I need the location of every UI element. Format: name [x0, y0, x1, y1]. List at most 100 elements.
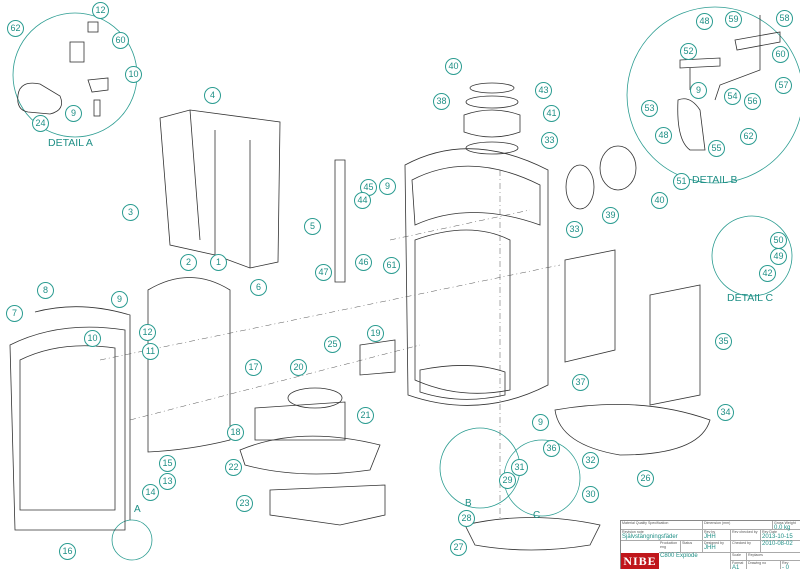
part-callout-34[interactable]: 34 — [717, 404, 734, 421]
part-callout-22[interactable]: 22 — [225, 459, 242, 476]
part-callout-9[interactable]: 9 — [379, 178, 396, 195]
part-callout-62[interactable]: 62 — [740, 128, 757, 145]
replaces-label: Replaces — [748, 553, 763, 557]
part-23 — [269, 484, 386, 526]
part-callout-16[interactable]: 16 — [59, 543, 76, 560]
material-label: Material Quality Specification — [622, 521, 669, 525]
part-callout-54[interactable]: 54 — [724, 88, 741, 105]
stove-ash-area — [419, 365, 506, 400]
part-callout-9[interactable]: 9 — [532, 414, 549, 431]
part-callout-19[interactable]: 19 — [367, 325, 384, 342]
dimension-cell: Dimension (mm) — [703, 521, 773, 530]
part-callout-10[interactable]: 10 — [84, 330, 101, 347]
part-callout-6[interactable]: 6 — [250, 279, 267, 296]
title-block: Material Quality Specification Dimension… — [620, 520, 800, 569]
part-10 — [87, 77, 109, 93]
nibe-logo: NIBE — [621, 553, 659, 569]
assembly-lines — [99, 170, 561, 520]
rev-date: 2013-10-15 — [762, 534, 793, 540]
part-callout-21[interactable]: 21 — [357, 407, 374, 424]
part-rear-plate — [564, 249, 616, 363]
part-callout-47[interactable]: 47 — [315, 264, 332, 281]
part-callout-23[interactable]: 23 — [236, 495, 253, 512]
part-callout-33[interactable]: 33 — [541, 132, 558, 149]
part-callout-43[interactable]: 43 — [535, 82, 552, 99]
part-callout-18[interactable]: 18 — [227, 424, 244, 441]
part-callout-56[interactable]: 56 — [744, 93, 761, 110]
part-9-a — [93, 99, 101, 117]
part-callout-51[interactable]: 51 — [673, 173, 690, 190]
drawing-no-cell: Drawing no — [747, 561, 781, 569]
part-7 — [9, 326, 126, 531]
part-callout-40[interactable]: 40 — [445, 58, 462, 75]
part-callout-61[interactable]: 61 — [383, 257, 400, 274]
part-callout-12[interactable]: 12 — [139, 324, 156, 341]
part-callout-26[interactable]: 26 — [637, 470, 654, 487]
scale-label: Scale — [732, 553, 741, 557]
part-callout-58[interactable]: 58 — [776, 10, 793, 27]
part-callout-60[interactable]: 60 — [772, 46, 789, 63]
part-callout-7[interactable]: 7 — [6, 305, 23, 322]
part-callout-29[interactable]: 29 — [499, 472, 516, 489]
part-callout-62[interactable]: 62 — [7, 20, 24, 37]
drawing-title-cell: C800 Explode — [659, 553, 731, 569]
part-callout-14[interactable]: 14 — [142, 484, 159, 501]
part-callout-2[interactable]: 2 — [180, 254, 197, 271]
part-callout-9[interactable]: 9 — [690, 82, 707, 99]
part-callout-57[interactable]: 57 — [775, 77, 792, 94]
part-callout-53[interactable]: 53 — [641, 100, 658, 117]
part-callout-10[interactable]: 10 — [125, 66, 142, 83]
part-26 — [554, 403, 711, 456]
part-callout-49[interactable]: 49 — [770, 248, 787, 265]
part-callout-40[interactable]: 40 — [651, 192, 668, 209]
part-callout-41[interactable]: 41 — [543, 105, 560, 122]
part-callout-11[interactable]: 11 — [142, 343, 159, 360]
part-callout-46[interactable]: 46 — [355, 254, 372, 271]
part-callout-38[interactable]: 38 — [433, 93, 450, 110]
part-callout-37[interactable]: 37 — [572, 374, 589, 391]
part-callout-4[interactable]: 4 — [204, 87, 221, 104]
part-callout-44[interactable]: 44 — [354, 192, 371, 209]
part-callout-36[interactable]: 36 — [543, 440, 560, 457]
stove-body — [404, 148, 549, 406]
part-callout-13[interactable]: 13 — [159, 473, 176, 490]
part-callout-33[interactable]: 33 — [566, 221, 583, 238]
part-callout-55[interactable]: 55 — [708, 140, 725, 157]
part-callout-48[interactable]: 48 — [655, 127, 672, 144]
part-callout-24[interactable]: 24 — [32, 115, 49, 132]
part-callout-15[interactable]: 15 — [159, 455, 176, 472]
part-callout-20[interactable]: 20 — [290, 359, 307, 376]
part-7-glass — [19, 345, 116, 511]
part-callout-60[interactable]: 60 — [112, 32, 129, 49]
part-callout-1[interactable]: 1 — [210, 254, 227, 271]
detail-c-label: DETAIL C — [727, 292, 774, 304]
part-callout-45[interactable]: 45 — [360, 179, 377, 196]
part-callout-12[interactable]: 12 — [92, 2, 109, 19]
part-56 — [714, 15, 761, 101]
part-53 — [677, 98, 706, 151]
part-callout-9[interactable]: 9 — [65, 105, 82, 122]
drawing-title: C800 Explode — [660, 553, 698, 559]
stove-door-opening — [414, 229, 511, 394]
part-38 — [465, 95, 519, 109]
part-callout-52[interactable]: 52 — [680, 43, 697, 60]
part-callout-3[interactable]: 3 — [122, 204, 139, 221]
part-callout-35[interactable]: 35 — [715, 333, 732, 350]
weight-value: 0.0 kg — [774, 525, 791, 531]
part-callout-39[interactable]: 39 — [602, 207, 619, 224]
part-callout-5[interactable]: 5 — [304, 218, 321, 235]
part-callout-31[interactable]: 31 — [511, 459, 528, 476]
part-callout-32[interactable]: 32 — [582, 452, 599, 469]
part-callout-8[interactable]: 8 — [37, 282, 54, 299]
part-callout-30[interactable]: 30 — [582, 486, 599, 503]
part-callout-28[interactable]: 28 — [458, 510, 475, 527]
part-callout-50[interactable]: 50 — [770, 232, 787, 249]
part-callout-9[interactable]: 9 — [111, 291, 128, 308]
part-callout-42[interactable]: 42 — [759, 265, 776, 282]
part-callout-25[interactable]: 25 — [324, 336, 341, 353]
part-callout-17[interactable]: 17 — [245, 359, 262, 376]
part-callout-27[interactable]: 27 — [450, 539, 467, 556]
part-callout-59[interactable]: 59 — [725, 11, 742, 28]
part-callout-48[interactable]: 48 — [696, 13, 713, 30]
